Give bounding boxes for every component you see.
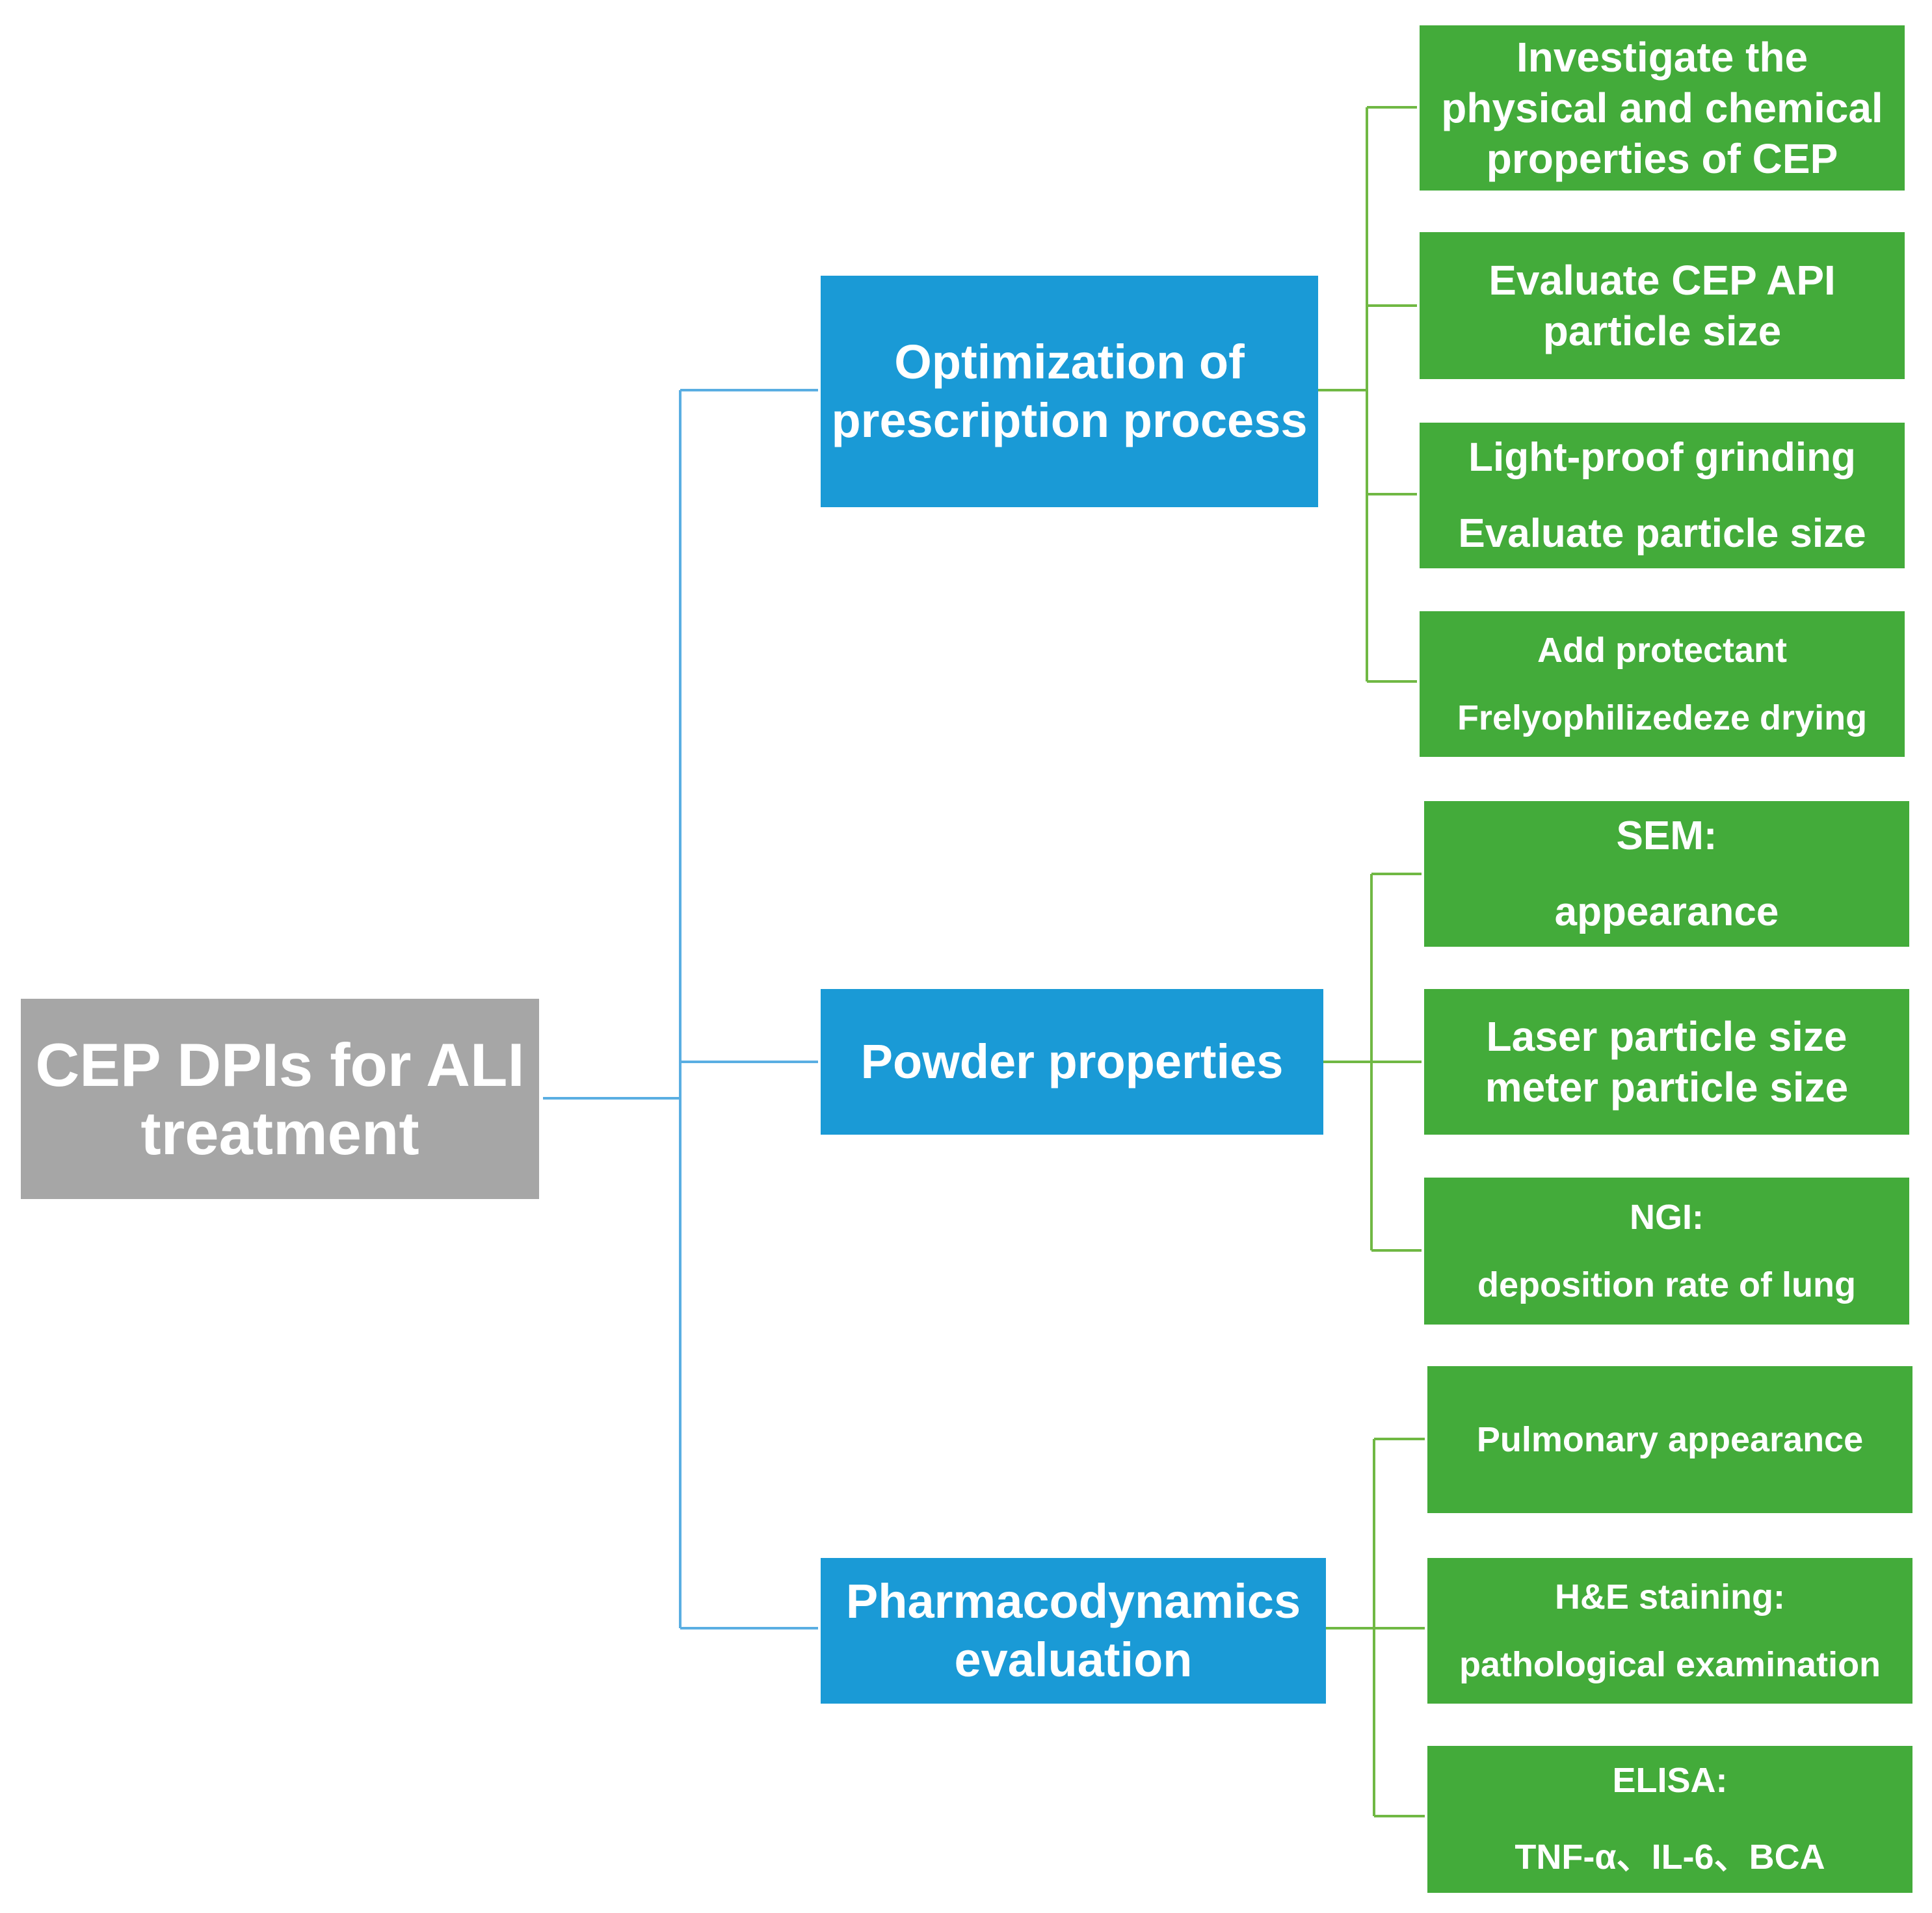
- leaf-2-2-line-2: meter particle size: [1485, 1064, 1849, 1111]
- branch-3-line-2: evaluation: [954, 1633, 1193, 1687]
- leaf-1-2-line-1: Evaluate CEP API: [1489, 256, 1836, 304]
- leaf-1-3-line-1: Light-proof grinding: [1468, 435, 1856, 480]
- leaf-1-3-line-2: Evaluate particle size: [1458, 511, 1866, 556]
- leaf-3-2-line-2: pathological examination: [1459, 1645, 1881, 1684]
- leaf-evaluate-api-particle-size: Evaluate CEP API particle size: [1420, 232, 1905, 379]
- leaf-2-1-line-1: SEM:: [1616, 813, 1717, 858]
- leaf-sem-appearance: SEM: appearance: [1424, 801, 1909, 947]
- leaf-ngi-deposition: NGI: deposition rate of lung: [1424, 1178, 1909, 1325]
- leaf-1-1-line-2: physical and chemical: [1441, 84, 1883, 131]
- root-title-line-1: CEP DPIs for ALI: [35, 1030, 525, 1099]
- leaf-1-1-line-1: Investigate the: [1516, 33, 1808, 81]
- leaf-pulmonary-appearance: Pulmonary appearance: [1427, 1366, 1912, 1513]
- branch-2-line-1: Powder properties: [860, 1034, 1284, 1088]
- leaf-1-1-line-3: properties of CEP: [1486, 135, 1838, 183]
- leaf-2-3-line-2: deposition rate of lung: [1477, 1265, 1856, 1304]
- branch-1-line-2: prescription process: [831, 393, 1308, 447]
- leaf-laser-particle-size: Laser particle size meter particle size: [1424, 989, 1909, 1135]
- leaf-3-2-line-1: H&E staining:: [1554, 1577, 1785, 1616]
- leaf-1-2-line-2: particle size: [1542, 308, 1782, 354]
- branch-node-optimization: Optimization of prescription process: [821, 276, 1318, 507]
- root-title-line-2: treatment: [140, 1099, 419, 1167]
- leaf-1-4-line-2: Frelyophilizedeze drying: [1457, 698, 1868, 737]
- branch-1-line-1: Optimization of: [894, 334, 1245, 389]
- branch-3-line-1: Pharmacodynamics: [845, 1574, 1301, 1628]
- root-node: CEP DPIs for ALI treatment: [21, 999, 539, 1199]
- leaf-1-4-line-1: Add protectant: [1537, 631, 1787, 670]
- leaf-2-1-line-2: appearance: [1554, 890, 1779, 934]
- leaf-2-2-line-1: Laser particle size: [1486, 1012, 1847, 1060]
- root-to-branches-connector: [543, 389, 818, 1629]
- branch-node-pharmacodynamics: Pharmacodynamics evaluation: [821, 1558, 1326, 1704]
- leaf-2-3-line-1: NGI:: [1630, 1198, 1704, 1237]
- leaf-he-staining: H&E staining: pathological examination: [1427, 1558, 1912, 1704]
- leaf-physical-chemical-properties: Investigate the physical and chemical pr…: [1420, 25, 1905, 191]
- leaf-3-3-line-2: TNF-α、IL-6、BCA: [1515, 1837, 1825, 1877]
- leaf-3-1-line-1: Pulmonary appearance: [1476, 1420, 1864, 1459]
- leaf-3-3-line-1: ELISA:: [1612, 1760, 1728, 1800]
- leaf-elisa: ELISA: TNF-α、IL-6、BCA: [1427, 1746, 1912, 1893]
- branch-node-powder-properties: Powder properties: [821, 989, 1323, 1135]
- branch-2-leaf-connector: [1321, 873, 1422, 1252]
- leaf-add-protectant: Add protectant Frelyophilizedeze drying: [1420, 611, 1905, 757]
- branch-1-leaf-connector: [1316, 106, 1417, 683]
- leaf-light-proof-grinding: Light-proof grinding Evaluate particle s…: [1420, 423, 1905, 568]
- branch-3-leaf-connector: [1323, 1438, 1425, 1817]
